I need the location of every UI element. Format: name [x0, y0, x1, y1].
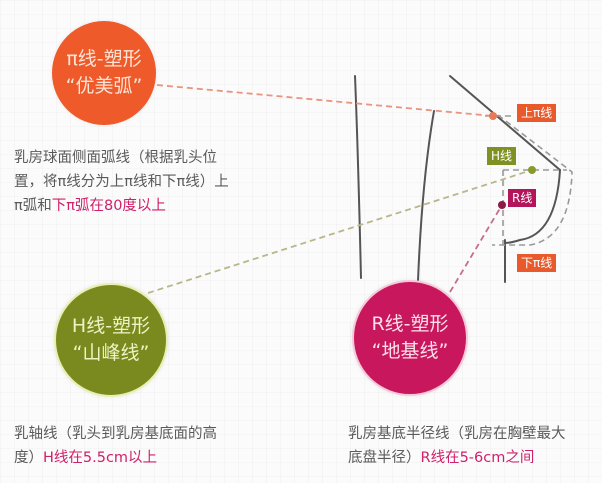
pi-description: 乳房球面侧面弧线（根据乳头位 置，将π线分为上π线和下π线）上 π弧和下π弧在8… — [14, 146, 229, 218]
upper-pi-tag: 上π线 — [517, 104, 557, 122]
pi-connector-line — [156, 84, 494, 117]
pi-line-circle: π线-塑形 “优美弧” — [52, 21, 156, 125]
r-line-tag: R线 — [508, 189, 537, 207]
r-desc-line1: 乳房基底半径线（乳房在胸壁最大 — [348, 426, 566, 442]
h-desc-highlight: H线在5.5cm以上 — [43, 450, 158, 466]
r-desc-line2: 底盘半径）R线在5-6cm之间 — [348, 446, 566, 470]
r-desc-highlight: R线在5-6cm之间 — [420, 450, 535, 466]
r-circle-title: R线-塑形 — [371, 313, 449, 335]
h-connector-line — [147, 169, 533, 294]
h-line-circle: H线-塑形 “山峰线” — [54, 283, 168, 397]
h-circle-title: H线-塑形 — [71, 315, 151, 337]
pi-circle-title: π线-塑形 — [66, 48, 142, 70]
r-point — [498, 201, 506, 209]
r-description: 乳房基底半径线（乳房在胸壁最大 底盘半径）R线在5-6cm之间 — [348, 422, 566, 470]
pi-desc-line1: 乳房球面侧面弧线（根据乳头位 — [14, 150, 217, 166]
pi-desc-plain: π弧和 — [14, 198, 52, 214]
h-description: 乳轴线（乳头到乳房基底面的高 度）H线在5.5cm以上 — [14, 422, 217, 470]
h-desc-line2: 度）H线在5.5cm以上 — [14, 446, 217, 470]
pi-desc-highlight: 下π弧在80度以上 — [51, 198, 166, 214]
h-circle-subtitle: “山峰线” — [72, 342, 150, 364]
h-desc-plain: 度） — [14, 450, 43, 466]
pi-circle-subtitle: “优美弧” — [65, 75, 143, 97]
r-desc-plain: 底盘半径） — [348, 450, 421, 466]
h-desc-line1: 乳轴线（乳头到乳房基底面的高 — [14, 426, 217, 442]
h-point — [528, 166, 536, 174]
pi-point — [489, 112, 497, 120]
pi-desc-line2: 置，将π线分为上π线和下π线）上 — [14, 174, 229, 190]
body-outline — [354, 75, 561, 283]
lower-pi-tag: 下π线 — [517, 254, 557, 272]
r-connector-line — [449, 204, 503, 293]
h-line-tag: H线 — [487, 147, 517, 165]
pi-desc-line3: π弧和下π弧在80度以上 — [14, 194, 229, 218]
r-circle-subtitle: “地基线” — [371, 340, 449, 362]
r-line-circle: R线-塑形 “地基线” — [352, 280, 468, 396]
